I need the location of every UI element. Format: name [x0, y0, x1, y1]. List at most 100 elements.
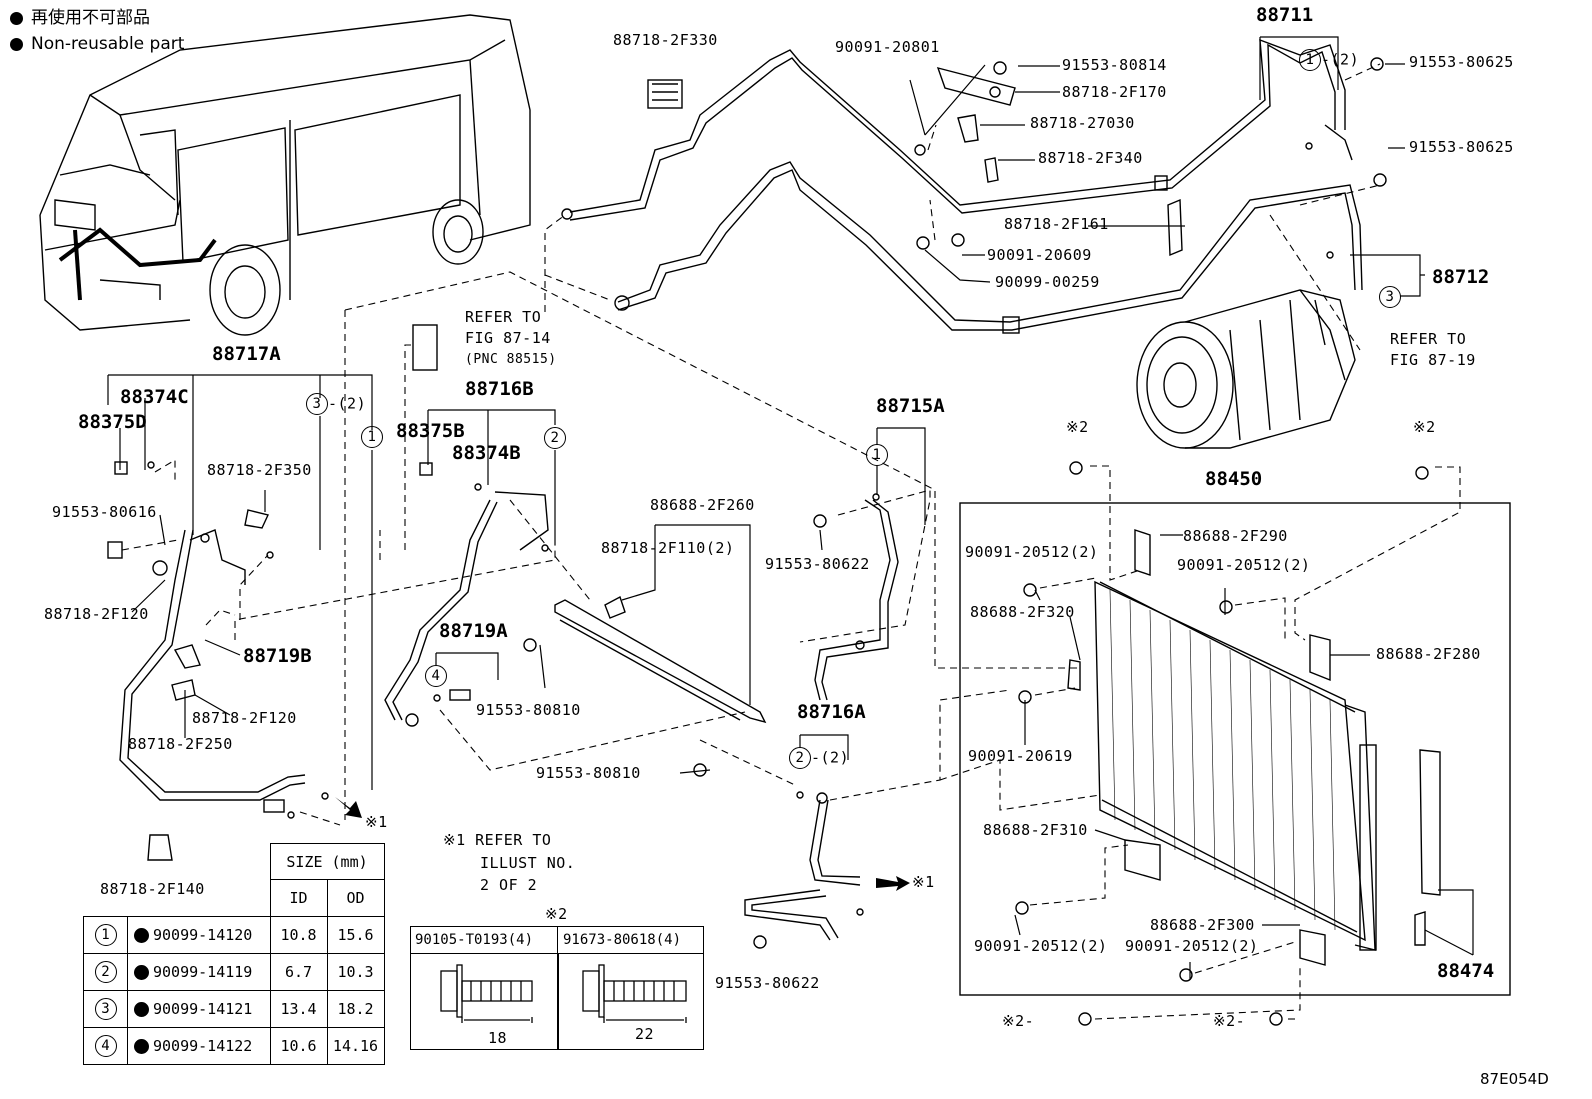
blank-cell — [128, 880, 271, 917]
part-90091-20801[interactable]: 90091-20801 — [835, 38, 940, 56]
seal-size-table: SIZE (mm) ID OD 1 90099-14120 10.8 15.6 … — [83, 843, 385, 1065]
bolt-drawings — [440, 964, 687, 1023]
part-88375D[interactable]: 88375D — [78, 411, 147, 433]
row-part: 90099-14121 — [127, 990, 271, 1028]
part-91553-80616[interactable]: 91553-80616 — [52, 503, 157, 521]
part-88374C[interactable]: 88374C — [120, 386, 189, 408]
circle-1-icon: 1 — [361, 426, 383, 448]
fig-87-19-ref[interactable]: FIG 87-19 — [1390, 351, 1476, 369]
part-91553-80622-lower[interactable]: 91553-80622 — [715, 974, 820, 992]
small-parts-top — [412, 57, 1387, 371]
part-number: 90099-14120 — [153, 926, 253, 944]
part-88718-2F140[interactable]: 88718-2F140 — [100, 880, 205, 898]
refer-to-fig-87-14[interactable]: REFER TO — [465, 310, 541, 325]
part-91553-80625-upper[interactable]: 91553-80625 — [1409, 53, 1514, 71]
row-id: 6.7 — [269, 953, 328, 991]
circle-1-icon: 1 — [1299, 49, 1321, 71]
bolt-shank-icon — [461, 980, 533, 1002]
part-88718-2F340[interactable]: 88718-2F340 — [1038, 149, 1143, 167]
seal-marker-2-88716A: 2-(2) — [789, 747, 849, 769]
seal-marker-1-88717A: 1 — [361, 426, 383, 448]
circle-1-icon: 1 — [866, 444, 888, 466]
part-88688-2F320[interactable]: 88688-2F320 — [970, 603, 1075, 621]
part-88718-2F170[interactable]: 88718-2F170 — [1062, 83, 1167, 101]
part-88688-2F280[interactable]: 88688-2F280 — [1376, 645, 1481, 663]
part-88711[interactable]: 88711 — [1256, 4, 1314, 26]
leader-lines — [107, 36, 1474, 980]
note-2-mark-a: ※2 — [1066, 418, 1089, 436]
fig-87-14-ref[interactable]: FIG 87-14 — [465, 329, 551, 347]
part-number: 90099-14119 — [153, 963, 253, 981]
table-row[interactable]: 2 90099-14119 6.7 10.3 — [83, 953, 385, 991]
part-88716B[interactable]: 88716B — [465, 378, 534, 400]
size-header: SIZE (mm) — [269, 843, 385, 880]
part-88718-2F120-upper[interactable]: 88718-2F120 — [44, 605, 149, 623]
part-88718-2F330[interactable]: 88718-2F330 — [613, 31, 718, 49]
note-1-line-2: ILLUST NO. — [480, 854, 576, 872]
part-90091-20609[interactable]: 90091-20609 — [987, 246, 1092, 264]
part-88375B[interactable]: 88375B — [396, 420, 465, 442]
part-91553-80810-upper[interactable]: 91553-80810 — [476, 701, 581, 719]
row-no: 4 — [83, 1027, 128, 1065]
part-91553-80810-lower[interactable]: 91553-80810 — [536, 764, 641, 782]
quantity-label: -(2) — [328, 394, 367, 413]
part-88718-2F350[interactable]: 88718-2F350 — [207, 461, 312, 479]
part-88718-2F161[interactable]: 88718-2F161 — [1004, 215, 1109, 233]
part-88716A[interactable]: 88716A — [797, 701, 866, 723]
part-88688-2F300[interactable]: 88688-2F300 — [1150, 916, 1255, 934]
bolt-table-divider — [557, 953, 559, 1049]
part-90099-00259[interactable]: 90099-00259 — [995, 273, 1100, 291]
van-illustration — [39, 14, 531, 336]
part-91553-80625-lower[interactable]: 91553-80625 — [1409, 138, 1514, 156]
part-90091-20619[interactable]: 90091-20619 — [968, 747, 1073, 765]
row-no: 1 — [83, 916, 128, 954]
part-88374B[interactable]: 88374B — [452, 442, 521, 464]
bolt-col-2-header: 91673-80618(4) — [559, 927, 703, 954]
table-row[interactable]: 4 90099-14122 10.6 14.16 — [83, 1027, 385, 1065]
bolt-table: 90105-T0193(4) 91673-80618(4) 18 22 — [410, 926, 704, 1050]
part-88718-27030[interactable]: 88718-27030 — [1030, 114, 1135, 132]
part-90091-20512-a[interactable]: 90091-20512(2) — [965, 543, 1099, 561]
part-88718-2F110[interactable]: 88718-2F110(2) — [601, 539, 735, 557]
part-88717A[interactable]: 88717A — [212, 343, 281, 365]
part-90091-20512-c[interactable]: 90091-20512(2) — [974, 937, 1108, 955]
row-no: 3 — [83, 990, 128, 1028]
quantity-label: -(2) — [1321, 50, 1360, 69]
col-od-header: OD — [326, 879, 385, 917]
pipe-88717A — [107, 461, 329, 861]
circle-4-icon: 4 — [425, 665, 447, 687]
part-88450[interactable]: 88450 — [1205, 468, 1263, 490]
part-91553-80814[interactable]: 91553-80814 — [1062, 56, 1167, 74]
dashed-connectors — [121, 63, 1461, 1020]
non-reusable-dot-icon — [134, 1039, 149, 1054]
part-88688-2F260[interactable]: 88688-2F260 — [650, 496, 755, 514]
note-1-block: ※1 REFER TO — [443, 833, 551, 848]
table-row[interactable]: 3 90099-14121 13.4 18.2 — [83, 990, 385, 1028]
part-90091-20512-b[interactable]: 90091-20512(2) — [1177, 556, 1311, 574]
non-reusable-dot-icon — [134, 1002, 149, 1017]
bolt-col-1-label: 90105-T0193(4) — [415, 932, 534, 948]
part-88719B[interactable]: 88719B — [243, 645, 312, 667]
note-2-mark-b: ※2 — [1413, 418, 1436, 436]
table-row[interactable]: 1 90099-14120 10.8 15.6 — [83, 916, 385, 954]
part-88719A[interactable]: 88719A — [439, 620, 508, 642]
seal-marker-3-88712: 3 — [1379, 286, 1401, 308]
row-no: 2 — [83, 953, 128, 991]
part-91553-80622-upper[interactable]: 91553-80622 — [765, 555, 870, 573]
part-88715A[interactable]: 88715A — [876, 395, 945, 417]
row-od: 18.2 — [326, 990, 385, 1028]
bolt-2-length: 22 — [635, 1025, 655, 1043]
note-2-text: ※2 — [1213, 1012, 1236, 1030]
part-88688-2F290[interactable]: 88688-2F290 — [1183, 527, 1288, 545]
quantity-label: -(2) — [811, 748, 850, 767]
part-88718-2F250[interactable]: 88718-2F250 — [128, 735, 233, 753]
part-88718-2F120-lower[interactable]: 88718-2F120 — [192, 709, 297, 727]
refer-to-fig-87-19: REFER TO — [1390, 330, 1467, 348]
part-90091-20512-d[interactable]: 90091-20512(2) — [1125, 937, 1259, 955]
part-88474[interactable]: 88474 — [1437, 960, 1495, 982]
arrow-note-1-right — [876, 876, 910, 891]
part-88712[interactable]: 88712 — [1432, 266, 1490, 288]
row-od: 15.6 — [326, 916, 385, 954]
part-88688-2F310[interactable]: 88688-2F310 — [983, 821, 1088, 839]
